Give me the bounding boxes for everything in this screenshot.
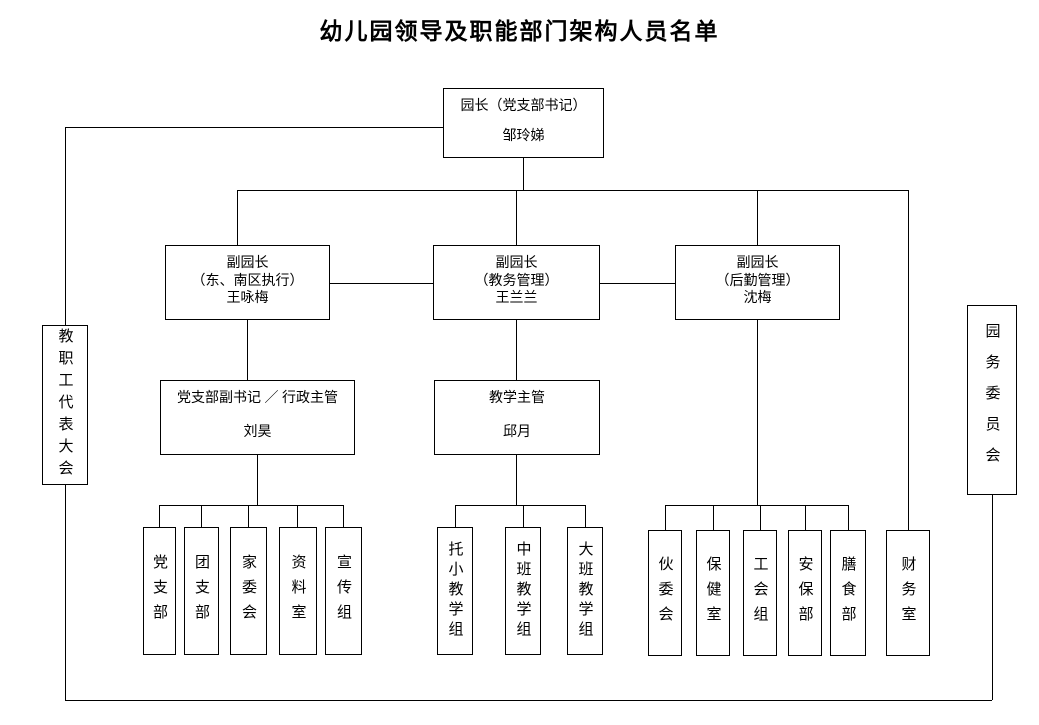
deputy-box-logistics: 副园长 （后勤管理） 沈梅 xyxy=(675,245,840,320)
principal-title: 园长（党支部书记） xyxy=(460,99,587,114)
finance-box: 财务室 xyxy=(886,530,930,656)
connector-line xyxy=(330,283,433,284)
council-label: 园务委员会 xyxy=(983,322,1000,478)
connector-line xyxy=(201,505,202,527)
connector-line xyxy=(455,505,585,506)
principal-name: 邹玲娣 xyxy=(502,128,545,144)
connector-line xyxy=(757,190,758,245)
connector-line xyxy=(297,505,298,527)
connector-line xyxy=(760,505,761,530)
connector-line xyxy=(516,320,517,380)
group-box-nursery-teaching: 托小教学组 xyxy=(437,527,473,655)
group-label: 安保部 xyxy=(796,555,813,631)
connector-line xyxy=(237,190,908,191)
group-box-archives: 资料室 xyxy=(279,527,317,655)
group-label: 党支部 xyxy=(151,553,167,629)
group-label: 家委会 xyxy=(240,553,256,629)
group-label: 保健室 xyxy=(704,555,721,631)
deputy-title: 副园长 xyxy=(736,256,779,271)
group-box-publicity: 宣传组 xyxy=(325,527,362,655)
admin-director-box: 党支部副书记 ／ 行政主管 刘昊 xyxy=(160,380,355,455)
connector-line xyxy=(247,320,248,380)
connector-line xyxy=(159,505,344,506)
deputy-subtitle: （后勤管理） xyxy=(715,273,800,289)
connector-line xyxy=(248,505,249,527)
deputy-name: 王咏梅 xyxy=(226,291,269,306)
group-box-food-committee: 伙委会 xyxy=(648,530,682,656)
group-box-party-branch: 党支部 xyxy=(143,527,176,655)
deputy-subtitle: （教务管理） xyxy=(474,273,559,289)
group-box-security: 安保部 xyxy=(788,530,822,656)
connector-line xyxy=(848,505,849,530)
group-box-senior-class-teaching: 大班教学组 xyxy=(567,527,603,655)
connector-line xyxy=(343,505,344,527)
connector-line xyxy=(600,283,675,284)
group-box-middle-class-teaching: 中班教学组 xyxy=(505,527,541,655)
deputy-title: 副园长 xyxy=(226,256,269,271)
admin-director-title: 党支部副书记 ／ 行政主管 xyxy=(177,391,338,406)
group-label: 团支部 xyxy=(193,553,209,629)
connector-line xyxy=(455,505,456,527)
connector-line xyxy=(523,158,524,190)
connector-line xyxy=(713,505,714,530)
connector-line xyxy=(757,320,758,505)
group-label: 资料室 xyxy=(289,553,306,629)
principal-box: 园长（党支部书记） 邹玲娣 xyxy=(443,88,604,158)
group-label: 宣传组 xyxy=(335,553,351,629)
connector-line xyxy=(585,505,586,527)
deputy-name: 沈梅 xyxy=(743,291,772,306)
connector-line xyxy=(523,505,524,527)
group-box-union: 工会组 xyxy=(743,530,777,656)
connector-line xyxy=(257,455,258,505)
connector-line xyxy=(805,505,806,530)
staff-congress-box: 教职工代表大会 xyxy=(42,325,88,485)
connector-line xyxy=(65,127,443,128)
group-box-family-committee: 家委会 xyxy=(230,527,267,655)
deputy-subtitle: （东、南区执行） xyxy=(191,273,304,289)
finance-label: 财务室 xyxy=(899,555,916,631)
teaching-director-box: 教学主管 邱月 xyxy=(434,380,600,455)
group-box-catering: 膳食部 xyxy=(830,530,866,656)
teaching-director-name: 邱月 xyxy=(503,425,531,441)
group-label: 膳食部 xyxy=(839,555,856,631)
connector-line xyxy=(65,700,992,701)
connector-line xyxy=(992,495,993,700)
deputy-box-east-south: 副园长 （东、南区执行） 王咏梅 xyxy=(165,245,330,320)
connector-line xyxy=(237,190,238,245)
page-title: 幼儿园领导及职能部门架构人员名单 xyxy=(319,19,720,44)
connector-line xyxy=(665,505,666,530)
group-label: 工会组 xyxy=(751,555,768,631)
connector-line xyxy=(516,455,517,505)
connector-line xyxy=(908,190,909,530)
group-box-youth-league: 团支部 xyxy=(184,527,219,655)
deputy-name: 王兰兰 xyxy=(495,291,538,306)
admin-director-name: 刘昊 xyxy=(243,425,272,441)
deputy-title: 副园长 xyxy=(495,256,538,271)
connector-line xyxy=(516,190,517,245)
group-label: 托小教学组 xyxy=(446,541,463,641)
deputy-box-academic: 副园长 （教务管理） 王兰兰 xyxy=(433,245,600,320)
group-label: 中班教学组 xyxy=(514,541,531,641)
connector-line xyxy=(159,505,160,527)
group-box-health-room: 保健室 xyxy=(696,530,730,656)
connector-line xyxy=(665,505,848,506)
council-box: 园务委员会 xyxy=(967,305,1017,495)
teaching-director-title: 教学主管 xyxy=(489,391,545,406)
group-label: 大班教学组 xyxy=(576,541,593,641)
staff-congress-label: 教职工代表大会 xyxy=(56,328,73,482)
group-label: 伙委会 xyxy=(656,555,673,631)
